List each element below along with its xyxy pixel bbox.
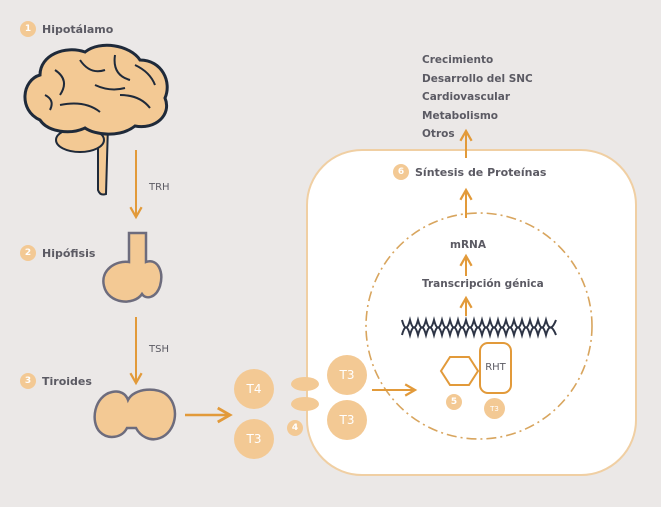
rht-receptor-box bbox=[479, 342, 512, 394]
brain-icon bbox=[23, 43, 169, 196]
step-label: Hipotálamo bbox=[42, 22, 114, 36]
t3-molecule: T3 bbox=[234, 419, 274, 459]
step-label: Tiroides bbox=[42, 374, 92, 388]
step-thyroid: 3 Tiroides bbox=[20, 373, 92, 389]
t3-molecule: T3 bbox=[327, 400, 367, 440]
step-badge: 6 bbox=[393, 164, 409, 180]
t3-molecule: T3 bbox=[327, 355, 367, 395]
step-label: Síntesis de Proteínas bbox=[415, 165, 547, 179]
effect-item: Crecimiento bbox=[422, 54, 494, 66]
hexagon-receptor-icon bbox=[439, 356, 480, 386]
step-badge: 1 bbox=[20, 21, 36, 37]
effect-item: Otros bbox=[422, 128, 455, 140]
step-protein-synthesis: 6 Síntesis de Proteínas bbox=[393, 164, 546, 180]
effect-item: Desarrollo del SNC bbox=[422, 72, 533, 85]
rht-label: RHT bbox=[485, 362, 506, 373]
step-badge-receptor: 5 bbox=[446, 394, 462, 410]
step-hypothalamus: 1 Hipotálamo bbox=[20, 21, 113, 37]
t3-bound-molecule: T3 bbox=[484, 398, 505, 419]
nucleus-membrane bbox=[365, 212, 593, 440]
thyroid-icon bbox=[93, 388, 177, 441]
trh-label: TRH bbox=[149, 182, 170, 193]
transcription-label: Transcripción génica bbox=[422, 278, 544, 290]
step-badge: 3 bbox=[20, 373, 36, 389]
step-label: Hipófisis bbox=[42, 246, 96, 260]
transporter bbox=[291, 377, 319, 391]
effect-item: Metabolismo bbox=[422, 109, 499, 122]
step-badge-deiodinase: 4 bbox=[287, 420, 303, 436]
t4-molecule: T4 bbox=[234, 369, 274, 409]
pituitary-icon bbox=[102, 231, 163, 303]
step-badge: 2 bbox=[20, 245, 36, 261]
dna-helix-icon bbox=[401, 316, 557, 339]
step-pituitary: 2 Hipófisis bbox=[20, 245, 95, 261]
effects-list: Crecimiento Desarrollo del SNC Cardiovas… bbox=[422, 51, 533, 144]
tsh-label: TSH bbox=[149, 344, 169, 355]
transporter bbox=[291, 397, 319, 411]
effect-item: Cardiovascular bbox=[422, 91, 511, 103]
mrna-label: mRNA bbox=[450, 239, 486, 251]
